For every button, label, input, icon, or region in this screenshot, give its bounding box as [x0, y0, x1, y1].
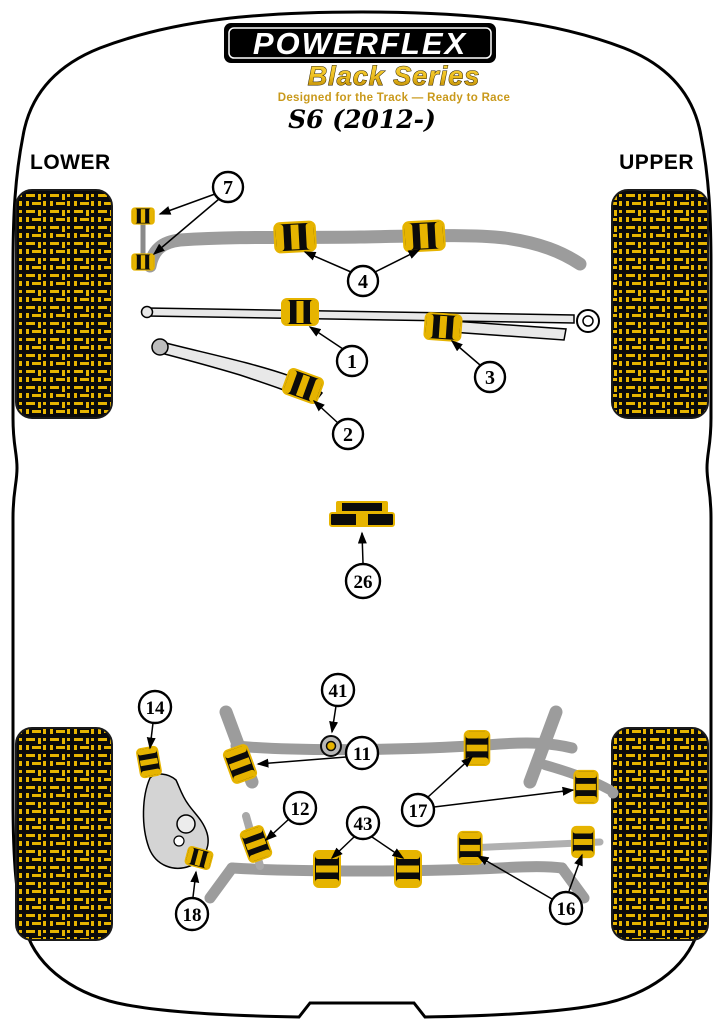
callout-43: 43	[330, 805, 405, 860]
callout-17-arrow-a	[427, 755, 474, 798]
callout-16-arrow-b	[568, 853, 583, 892]
callout-4: 4	[303, 249, 421, 298]
callout-17-arrow-b	[433, 786, 575, 808]
callout-7: 7	[152, 170, 245, 255]
tire-front-right	[611, 189, 709, 419]
callout-14-arrow	[146, 722, 156, 750]
bushing-7a	[131, 207, 155, 225]
tire-front-left	[15, 189, 113, 419]
powerflex-logo-text: POWERFLEX	[253, 26, 468, 61]
callout-18-arrow	[190, 870, 200, 898]
tire-rear-left	[15, 727, 113, 941]
tire-rear-right	[611, 727, 709, 941]
callout-1-number: 1	[347, 351, 357, 373]
callout-16-arrow-a	[476, 855, 553, 900]
bushing-17b	[573, 769, 599, 805]
callout-41: 41	[320, 672, 356, 734]
black-series-text: Black Series	[308, 61, 481, 91]
bushing-4b	[401, 219, 447, 253]
callout-14-number: 14	[146, 698, 166, 719]
bushing-7b	[131, 253, 155, 271]
bushing-14	[135, 745, 163, 779]
label-lower: LOWER	[30, 151, 111, 174]
model-title: S6 (2012-)	[288, 105, 436, 134]
callout-3: 3	[450, 340, 507, 394]
bushing-4a	[272, 220, 318, 254]
knuckle-ball-joint	[176, 814, 196, 834]
bushing-1	[281, 298, 319, 326]
bushing-43b	[394, 850, 422, 888]
logo-box-border	[228, 27, 492, 59]
callout-12-arrow	[264, 818, 290, 842]
callout-3-arrow	[450, 340, 481, 366]
rear-subframe-upper-bar	[230, 737, 578, 756]
callout-26-arrow	[357, 531, 367, 564]
bushing-41	[320, 735, 342, 757]
bushing-3	[423, 311, 463, 343]
callout-2: 2	[312, 399, 365, 451]
callout-17-number: 17	[409, 801, 429, 822]
callout-18-number: 18	[183, 905, 202, 926]
callout-2-arrow	[312, 399, 339, 424]
bushing-43a	[313, 850, 341, 888]
bushing-26	[329, 501, 395, 527]
callout-41-number: 41	[329, 681, 348, 702]
callout-43-number: 43	[354, 814, 373, 835]
callout-16-number: 16	[557, 899, 576, 920]
callout-18: 18	[174, 870, 210, 932]
callout-12: 12	[264, 790, 318, 842]
callout-14: 14	[137, 689, 173, 750]
callout-11: 11	[256, 735, 380, 771]
callout-26-number: 26	[354, 572, 373, 593]
powerflex-logo: POWERFLEX	[224, 23, 496, 63]
callout-41-arrow	[329, 705, 339, 734]
label-upper: UPPER	[619, 151, 694, 174]
callout-2-number: 2	[343, 424, 353, 446]
callout-7-number: 7	[223, 177, 233, 199]
callout-4-number: 4	[358, 271, 368, 293]
callout-7-arrow-a	[158, 193, 216, 215]
callout-43-arrow-a	[330, 836, 355, 860]
callout-17: 17	[400, 755, 575, 828]
front-arm-2	[151, 338, 324, 404]
rear-lower-bend-right	[556, 862, 590, 904]
callout-16: 16	[476, 853, 584, 926]
bushing-16b	[571, 825, 595, 859]
rear-subframe-lower-bar	[226, 861, 568, 877]
rear-lower-bend-left	[204, 862, 238, 904]
callout-26: 26	[344, 531, 382, 600]
front-anti-roll-bar	[143, 229, 587, 273]
tagline-text: Designed for the Track — Ready to Race	[278, 92, 511, 104]
callout-43-arrow-b	[371, 836, 405, 859]
callout-1-arrow	[308, 326, 344, 350]
callout-3-number: 3	[485, 367, 495, 389]
bushing-16a	[457, 830, 483, 866]
rear-arm-tip	[607, 787, 619, 799]
callout-12-number: 12	[291, 799, 310, 820]
logo-box	[224, 23, 496, 63]
callout-4-arrow-a	[303, 251, 352, 273]
callout-7-arrow-b	[152, 198, 220, 255]
callout-11-arrow	[256, 756, 347, 768]
callout-1: 1	[308, 326, 369, 378]
callout-11-number: 11	[353, 744, 371, 765]
callout-4-arrow-b	[374, 249, 421, 273]
